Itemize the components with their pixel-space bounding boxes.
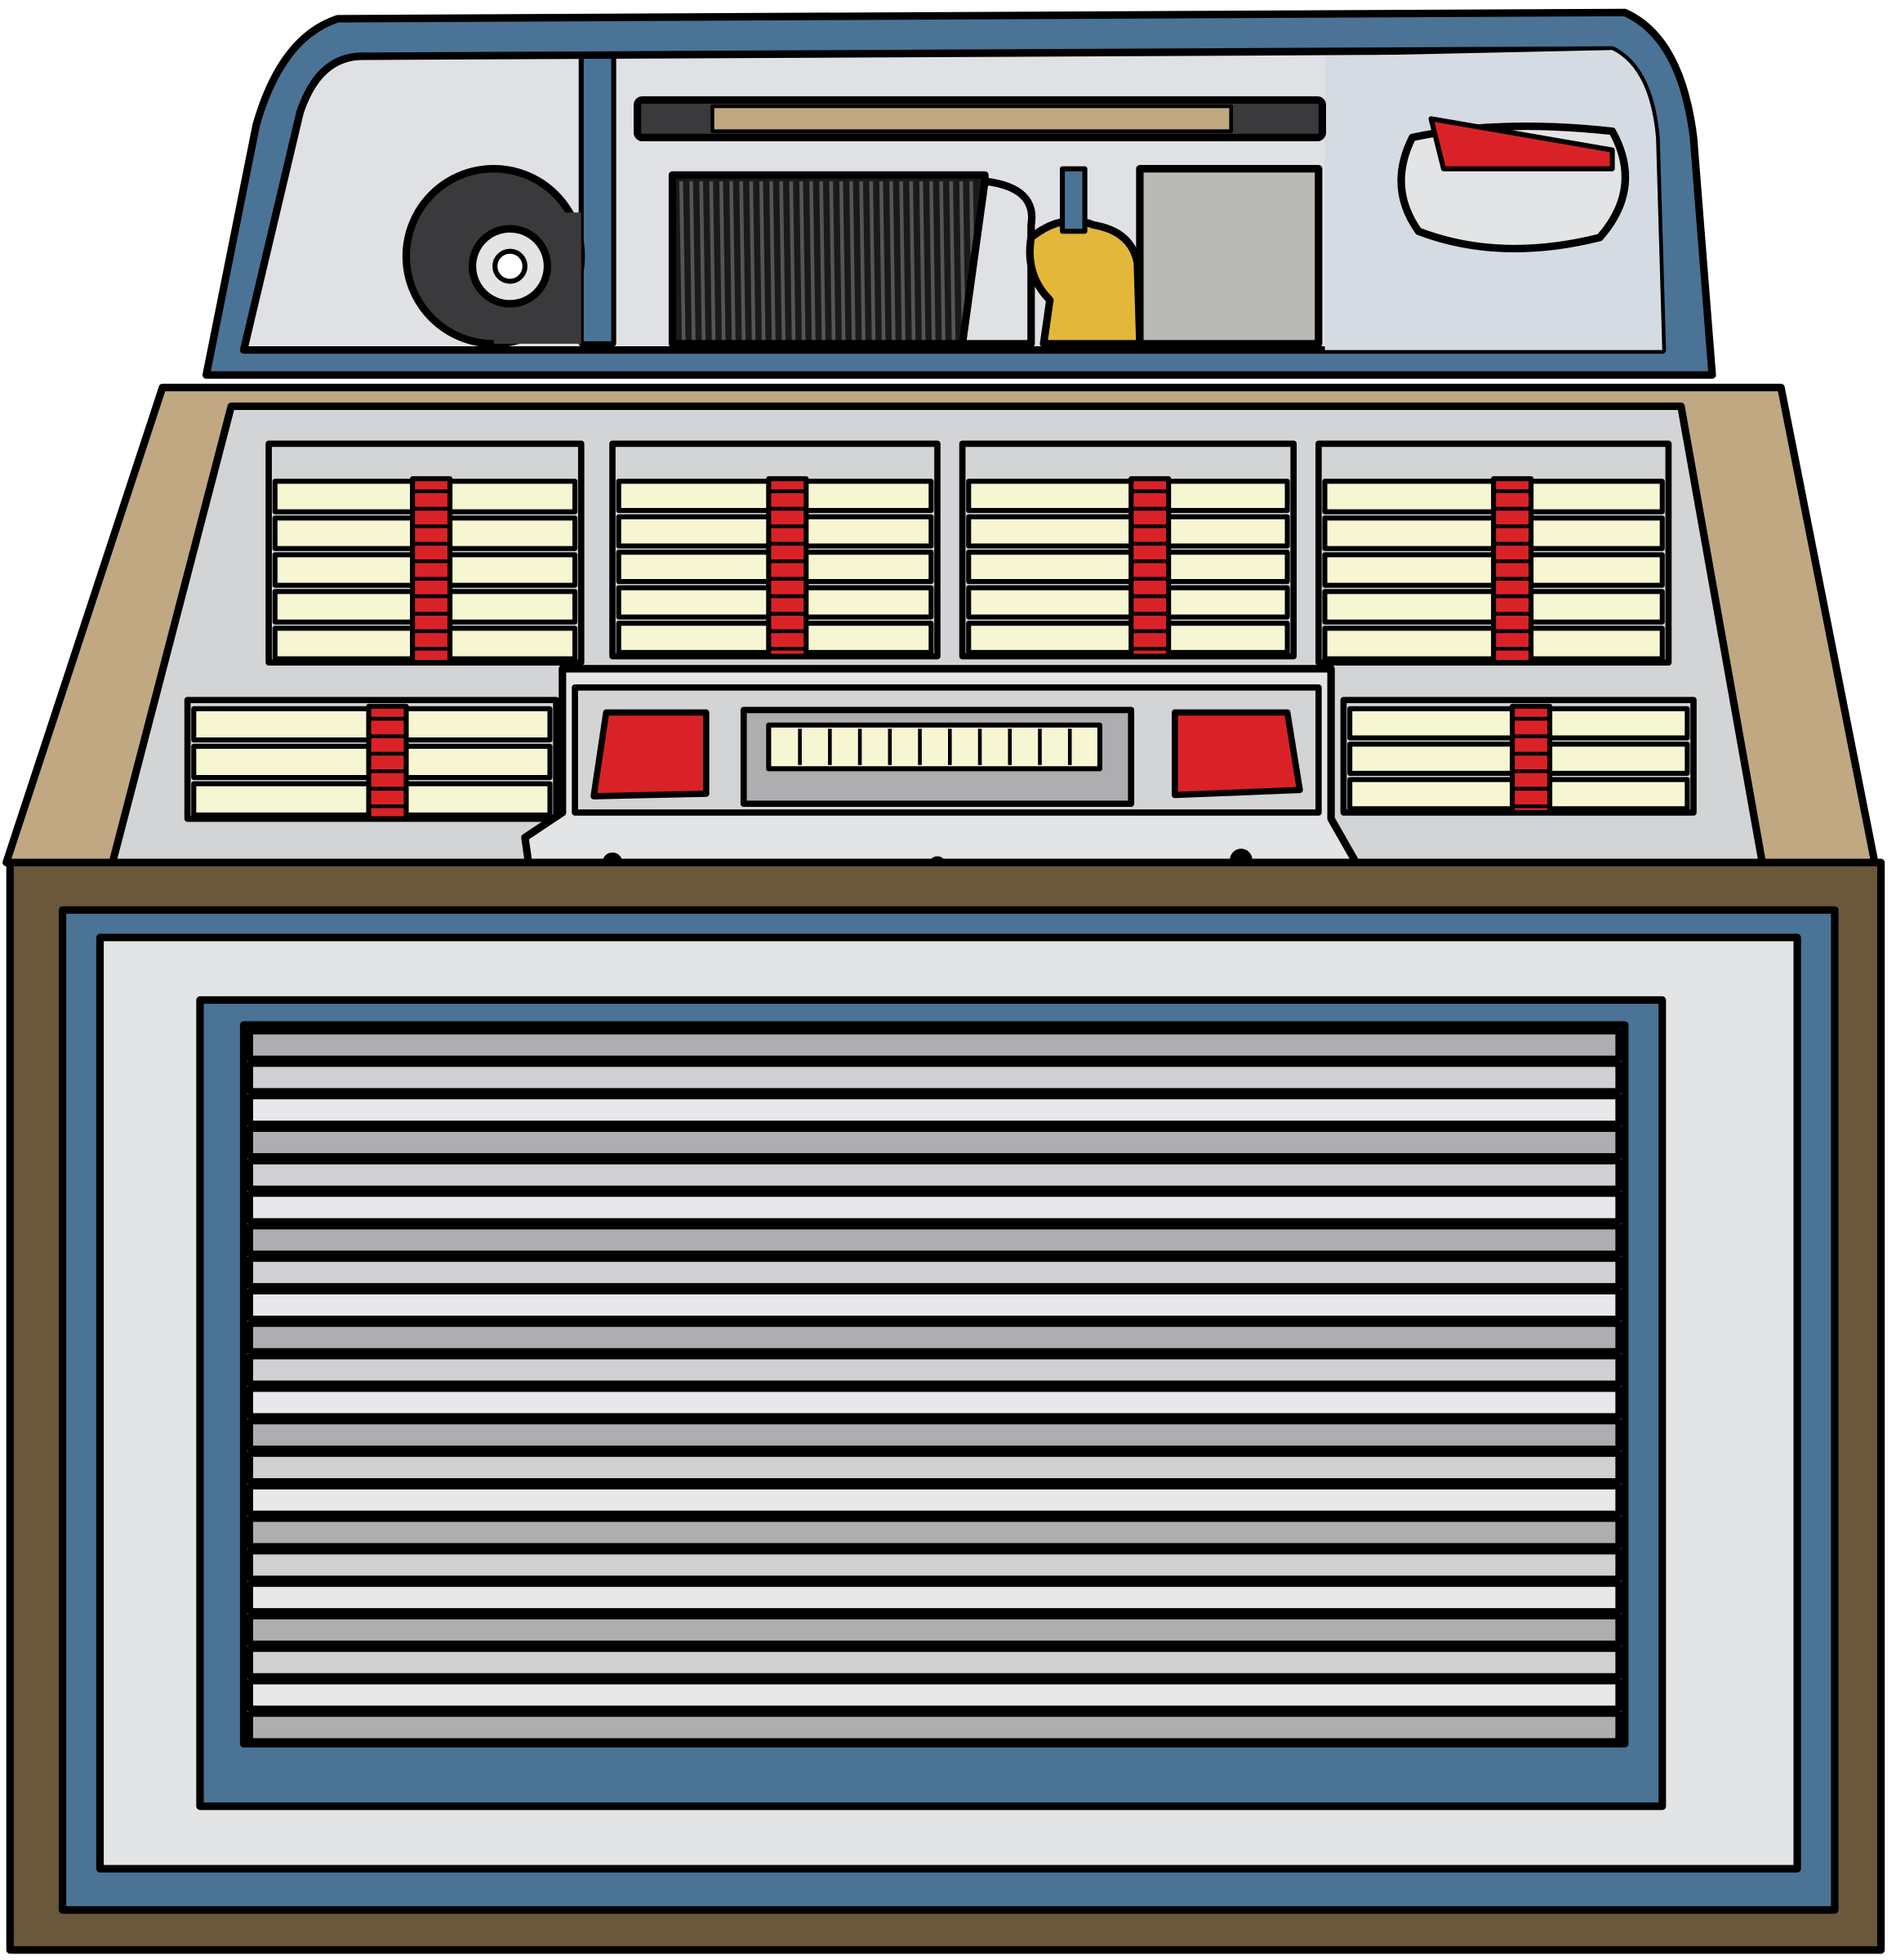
title-card	[966, 514, 1290, 549]
coil-line	[729, 180, 736, 341]
coil-line	[839, 180, 846, 341]
grille-slat	[247, 1093, 1622, 1127]
grille-slat	[247, 1027, 1622, 1062]
coil-line	[909, 180, 916, 341]
grille-slat	[247, 1548, 1622, 1582]
grille-slat	[247, 1385, 1622, 1420]
coil-line	[949, 180, 956, 341]
grille-slat	[247, 1288, 1622, 1322]
coil-line	[709, 180, 716, 341]
coil-line	[879, 180, 886, 341]
title-card-stripe	[1510, 703, 1553, 815]
grille-slat	[247, 1677, 1622, 1713]
title-card-stripe	[1491, 476, 1534, 666]
coil-line	[889, 180, 896, 341]
coil-line	[919, 180, 926, 341]
coil-line	[689, 180, 696, 341]
coil-line	[719, 180, 726, 341]
grille-slat	[247, 1580, 1622, 1615]
coil-line	[769, 180, 776, 341]
grille-slat	[247, 1450, 1622, 1485]
coil-line	[829, 180, 836, 341]
coil-line	[929, 180, 936, 341]
coil-line	[799, 180, 806, 341]
title-card-stripe	[410, 476, 453, 666]
coil-line	[779, 180, 786, 341]
coil-line	[809, 180, 816, 341]
title-card	[966, 585, 1290, 620]
coil-line	[939, 180, 946, 341]
selector-panel	[2, 383, 1879, 885]
coil-line	[849, 180, 856, 341]
coil-line	[739, 180, 746, 341]
coil-line	[819, 180, 826, 341]
title-card	[966, 479, 1290, 514]
grille-slat	[247, 1125, 1622, 1160]
grille-slat	[247, 1483, 1622, 1517]
jukebox-cabinet	[6, 858, 1885, 1954]
jukebox-dome	[202, 8, 1716, 379]
coil-line	[899, 180, 906, 341]
grille-slat	[247, 1352, 1622, 1388]
coil-line	[679, 180, 686, 341]
coil-line	[869, 180, 876, 341]
grille-slat	[247, 1223, 1622, 1258]
title-card	[966, 550, 1290, 585]
coil-line	[699, 180, 706, 341]
grille-slat	[247, 1158, 1622, 1192]
grille-slat	[247, 1255, 1622, 1290]
coil-line	[749, 180, 756, 341]
title-card	[966, 621, 1290, 656]
coil-line	[759, 180, 766, 341]
grille-slat	[247, 1515, 1622, 1550]
grille-slat	[247, 1646, 1622, 1680]
grille-slat	[247, 1710, 1622, 1744]
grille-slat	[247, 1060, 1622, 1095]
coil-line	[789, 180, 796, 341]
grille-slat	[247, 1190, 1622, 1225]
title-card-stripe	[366, 703, 409, 822]
coil-line	[859, 180, 866, 341]
grille-slat	[247, 1321, 1622, 1355]
grille-slat	[247, 1613, 1622, 1647]
grille-slat	[247, 1418, 1622, 1452]
